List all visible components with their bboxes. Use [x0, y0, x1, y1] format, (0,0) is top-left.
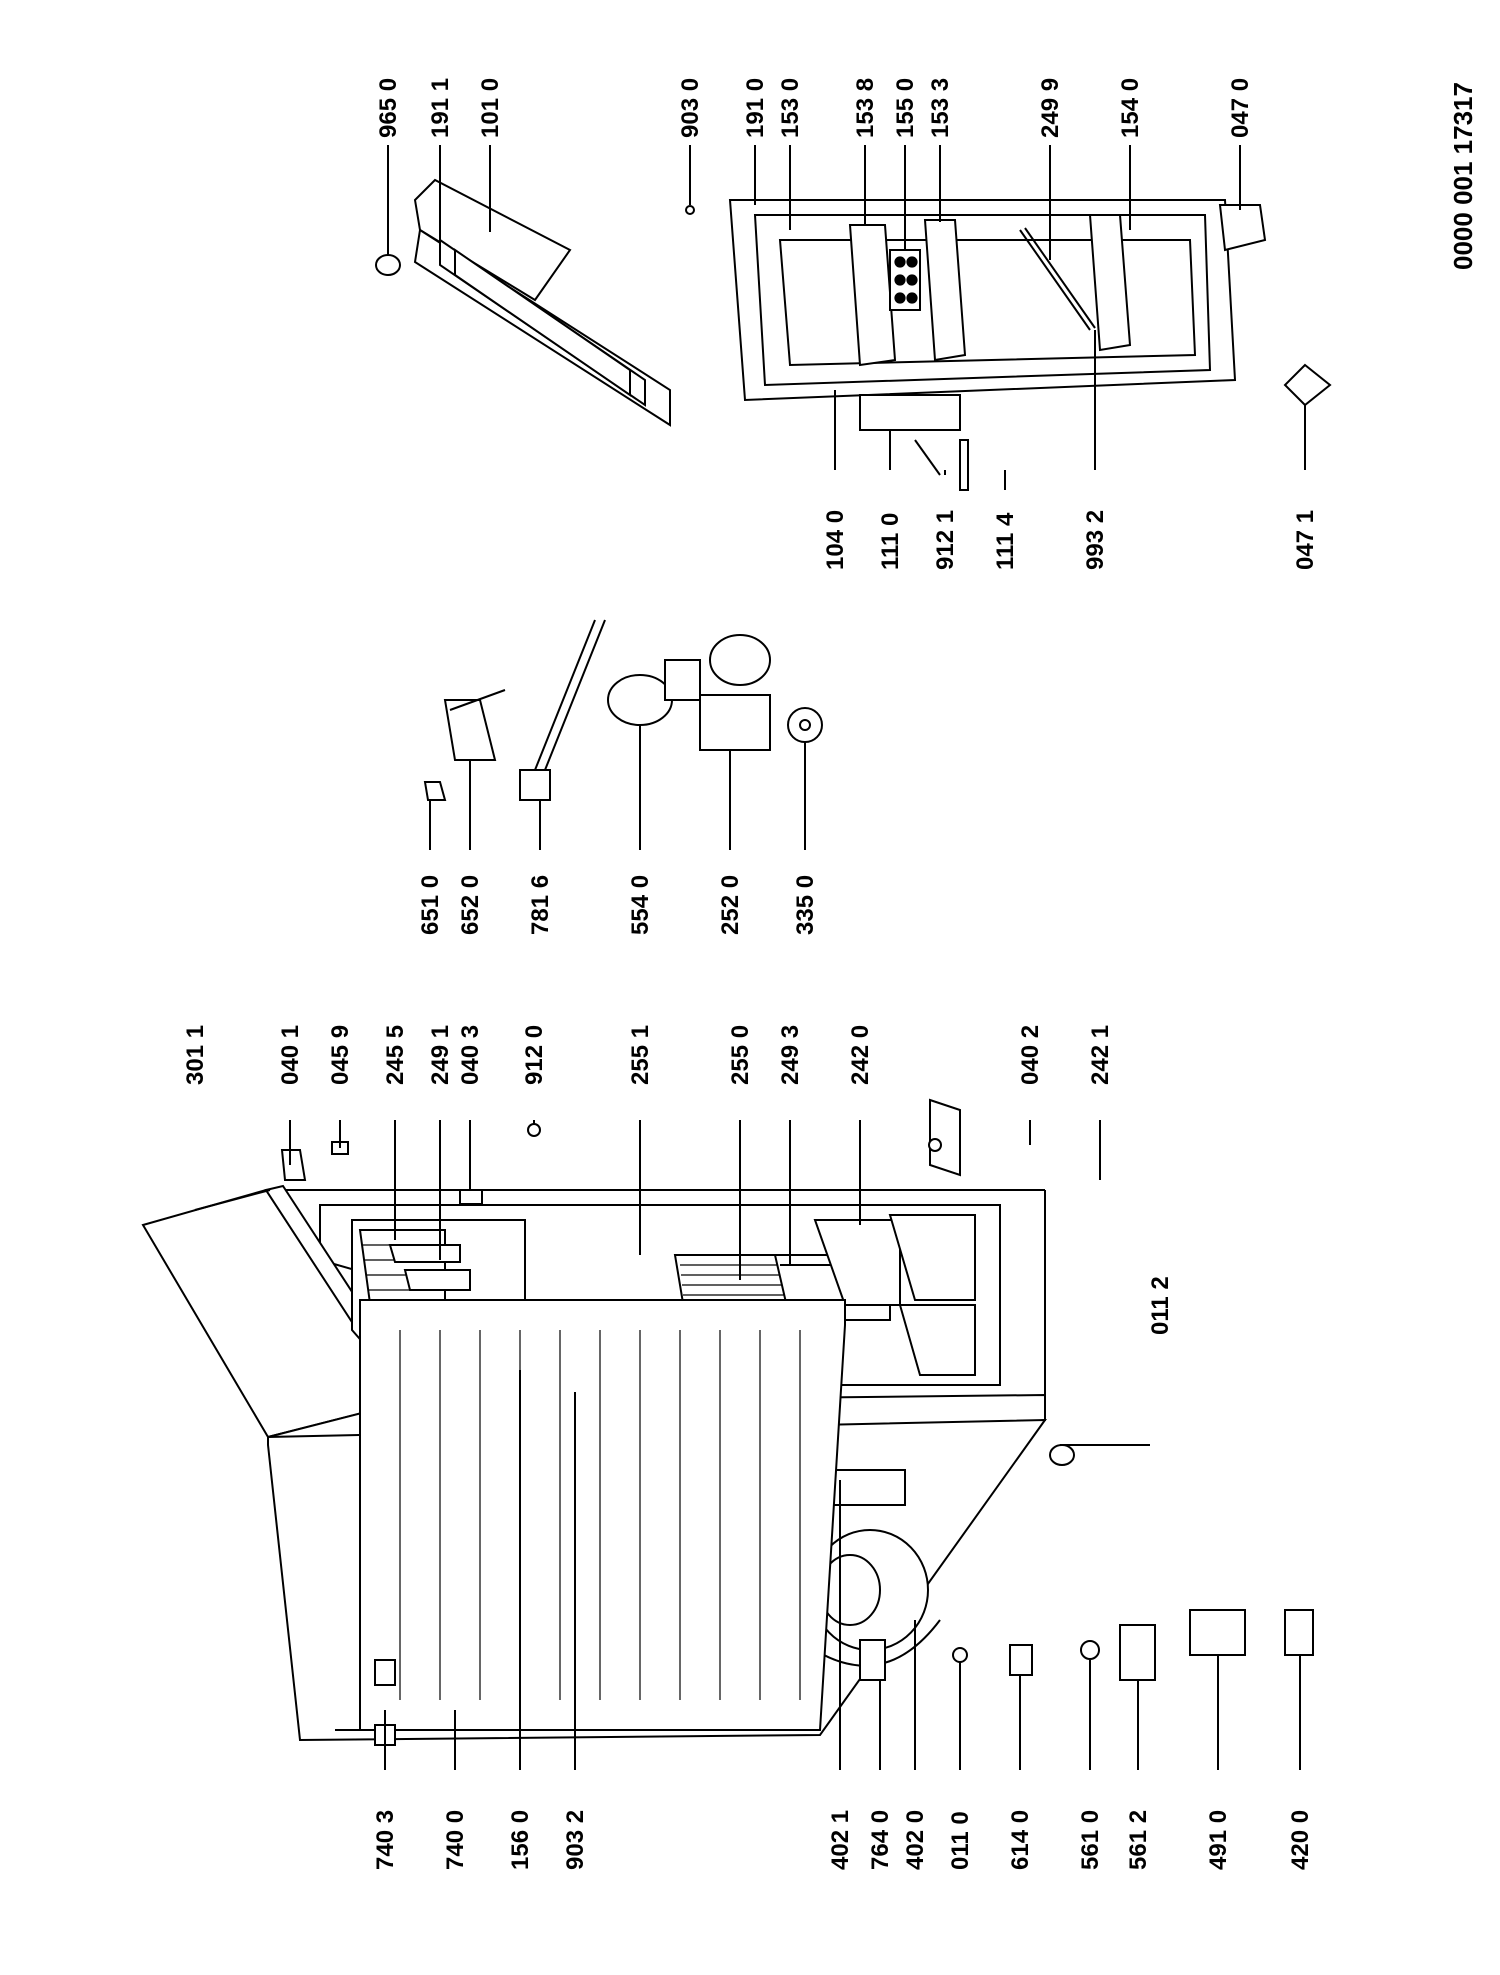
electrical-parts — [423, 619, 823, 850]
label-781-6: 781 6 — [527, 875, 554, 935]
label-111-4: 111 4 — [992, 512, 1019, 570]
label-740-3: 740 3 — [372, 1810, 399, 1870]
label-402-0: 402 0 — [902, 1810, 929, 1870]
label-153-0: 153 0 — [777, 78, 804, 138]
label-335-0: 335 0 — [792, 875, 819, 935]
label-255-0: 255 0 — [727, 1025, 754, 1085]
leader-lines-middle — [194, 1120, 1150, 1446]
label-402-1: 402 1 — [827, 1810, 854, 1870]
label-740-0: 740 0 — [442, 1810, 469, 1870]
label-249-9: 249 9 — [1037, 78, 1064, 138]
label-249-3: 249 3 — [777, 1025, 804, 1085]
label-965-0: 965 0 — [375, 78, 402, 138]
label-245-5: 245 5 — [382, 1025, 409, 1085]
label-154-0: 154 0 — [1117, 78, 1144, 138]
label-011-0: 011 0 — [947, 1811, 974, 1870]
label-903-2-a: 903 2 — [562, 1810, 589, 1870]
label-301-1: 301 1 — [182, 1025, 209, 1085]
document-code: 0000 001 17317 — [1448, 82, 1478, 270]
label-993-2: 993 2 — [1082, 510, 1109, 570]
cabinet-assembly — [141, 1098, 1314, 1746]
label-912-0: 912 0 — [521, 1025, 548, 1085]
freezer-door — [375, 145, 671, 427]
label-912-1: 912 1 — [932, 510, 959, 570]
label-111-0: 111 0 — [877, 513, 904, 570]
label-252-0: 252 0 — [717, 875, 744, 935]
label-491-0: 491 0 — [1205, 1810, 1232, 1870]
label-255-1: 255 1 — [627, 1025, 654, 1085]
label-040-2: 040 2 — [1017, 1025, 1044, 1085]
fridge-door — [685, 145, 1332, 491]
label-047-1: 047 1 — [1292, 510, 1319, 570]
label-561-0: 561 0 — [1077, 1810, 1104, 1870]
label-104-0: 104 0 — [822, 510, 849, 570]
leader-lines-left — [384, 1370, 1301, 1770]
label-153-8: 153 8 — [852, 78, 879, 138]
label-101-0: 101 0 — [477, 78, 504, 138]
label-040-1: 040 1 — [277, 1025, 304, 1085]
label-153-3: 153 3 — [927, 78, 954, 138]
label-249-1: 249 1 — [427, 1025, 454, 1085]
label-554-0: 554 0 — [627, 875, 654, 935]
label-191-1: 191 1 — [427, 78, 454, 138]
label-155-0: 155 0 — [892, 78, 919, 138]
label-242-0: 242 0 — [847, 1025, 874, 1085]
label-156-0: 156 0 — [507, 1810, 534, 1870]
label-191-0: 191 0 — [742, 78, 769, 138]
label-040-3: 040 3 — [457, 1025, 484, 1085]
label-561-2: 561 2 — [1125, 1810, 1152, 1870]
label-614-0: 614 0 — [1007, 1810, 1034, 1870]
label-047-0: 047 0 — [1227, 78, 1254, 138]
label-651-0: 651 0 — [417, 875, 444, 935]
label-011-2: 011 2 — [1147, 1276, 1174, 1335]
label-242-1: 242 1 — [1087, 1025, 1114, 1085]
label-764-0: 764 0 — [867, 1810, 894, 1870]
label-652-0: 652 0 — [457, 875, 484, 935]
label-045-9: 045 9 — [327, 1025, 354, 1085]
label-420-0: 420 0 — [1287, 1810, 1314, 1870]
label-903-0: 903 0 — [677, 78, 704, 138]
